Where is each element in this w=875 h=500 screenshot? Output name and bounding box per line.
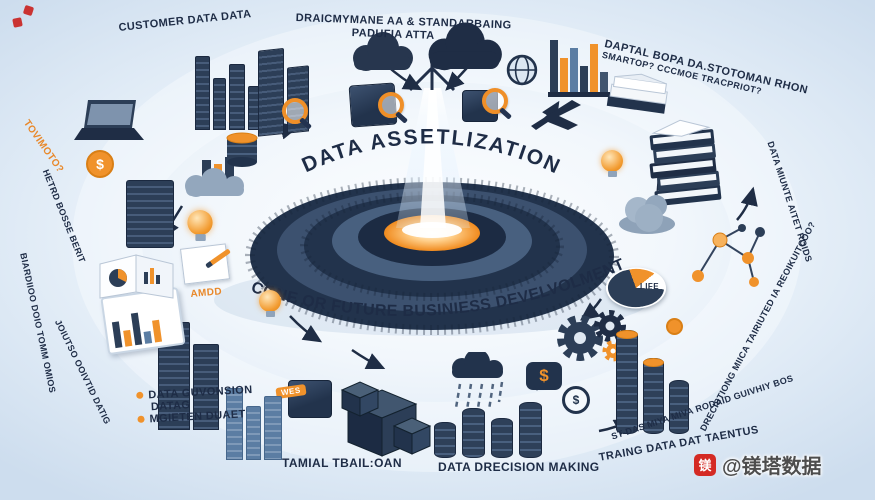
coin-stacks-icon [434, 398, 542, 458]
bullet-dot-icon [136, 391, 144, 399]
coin-columns-icon [616, 330, 689, 434]
label-governance: DATA GUVONSION DATAG MGIETEN DUAET [136, 384, 254, 426]
dollar-symbol: $ [572, 393, 580, 407]
brand-logo-glyph: 镁 [698, 458, 712, 473]
label-bottom-center-1: TAMIAL TBAIL:OAN [282, 456, 402, 470]
city-towers-icon [226, 388, 282, 460]
wes-tag-label: WES [280, 385, 302, 398]
brand-logo-icon: 镁 [694, 453, 716, 476]
wes-box-icon: WES [275, 376, 340, 424]
file-cabinet-icon [126, 180, 174, 248]
magnifier-icon [282, 98, 313, 130]
storm-cloud-icon [346, 30, 418, 79]
lightbulb-icon [186, 209, 214, 242]
striped-towers-icon [195, 56, 260, 130]
watermark: 镁 @镁塔数据 [694, 450, 822, 479]
network-coins-icon [684, 218, 766, 297]
cloud-city-icon [178, 154, 256, 207]
label-bottom-center-2: DATA DRECISION MAKING [438, 460, 600, 474]
globe-icon [506, 54, 538, 91]
laptop-icon [74, 96, 156, 159]
bar-chart-icon [548, 32, 610, 97]
label-pie: LIFE [640, 282, 659, 291]
bullet-dot-icon [137, 415, 145, 423]
lightbulb-icon [600, 150, 624, 177]
crates-icon [336, 370, 436, 463]
plane-icon [528, 96, 586, 139]
open-book-icon [94, 248, 179, 305]
dollar-badge-icon: $ [86, 150, 114, 178]
box-search-icon [462, 84, 514, 130]
watermark-handle: @镁塔数据 [722, 456, 822, 478]
storm-cloud-icon [420, 20, 508, 79]
cube-search-icon [348, 80, 410, 132]
documents-icon [602, 72, 674, 132]
coin-icon [666, 318, 683, 335]
rock-cloud-icon [616, 188, 680, 241]
dollar-symbol: $ [96, 156, 104, 172]
rain-cloud-icon [444, 349, 514, 419]
gears-icon [550, 304, 630, 371]
dollar-symbol: $ [539, 366, 549, 385]
lightbulb-icon [258, 290, 282, 317]
coin-stack-icon [224, 124, 260, 173]
light-beam-core [420, 88, 446, 228]
corner-mark-icon [12, 17, 23, 28]
document-pencil-icon [179, 242, 242, 292]
beam-impact [402, 222, 462, 238]
dollar-bubble-icon: $ $ [526, 362, 590, 414]
